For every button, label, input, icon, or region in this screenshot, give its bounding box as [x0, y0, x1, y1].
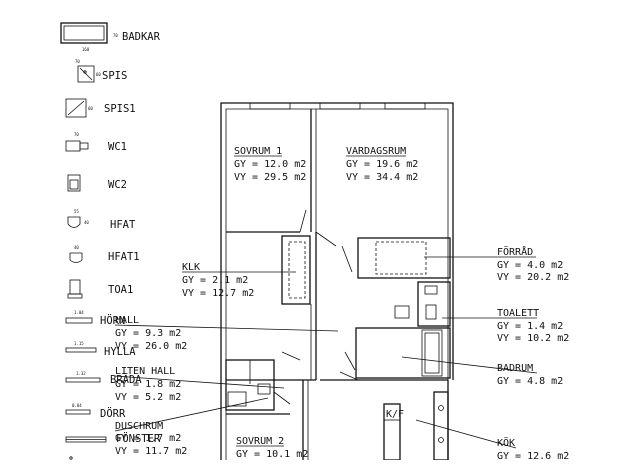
room-name: DUSCHRUM: [115, 421, 163, 432]
room-vy: VY = 5.2 m2: [115, 392, 181, 403]
room-forrad: FÖRRÅD GY = 4.0 m2 VY = 20.2 m2: [424, 245, 569, 283]
room-name: KLK: [182, 262, 200, 273]
room-gy: GY = 2.1 m2: [182, 275, 248, 286]
room-badrum: BADRUM GY = 4.8 m2: [401, 356, 563, 387]
room-name: SOVRUM 2: [236, 436, 284, 447]
legend-symbol-spis: [77, 65, 95, 83]
legend-label-hfat1: HFAT1: [108, 251, 140, 263]
legend-label-hylla: HYLLA: [104, 346, 136, 358]
legend-label-wc2: WC2: [108, 179, 127, 191]
legend-sub-brada: 1.32: [76, 371, 86, 376]
room-toalett: TOALETT GY = 1.4 m2 VY = 10.2 m2: [442, 308, 569, 344]
legend-dim-spis1: 60: [88, 106, 93, 111]
stove-label: K/F: [386, 409, 404, 420]
room-vy: VY = 11.7 m2: [115, 446, 187, 457]
legend-dim-hfat: 40: [84, 220, 89, 225]
legend-sub-horn: 1.04: [74, 310, 84, 315]
room-liten-hall: LITEN HALL GY = 1.8 m2 VY = 5.2 m2: [114, 366, 285, 403]
room-duschrum: DUSCHRUM GY = 1.7 m2 VY = 11.7 m2: [114, 397, 269, 457]
legend-dim-wc1: 70: [74, 132, 79, 137]
room-name: TOALETT: [497, 308, 539, 319]
room-vy: VY = 20.2 m2: [497, 272, 569, 283]
room-gy: GY = 4.0 m2: [497, 260, 563, 271]
legend-label-toa1: TOA1: [108, 284, 133, 296]
room-name: BADRUM: [497, 363, 533, 374]
room-hall: HALL GY = 9.3 m2 VY = 26.0 m2: [114, 315, 339, 352]
room-kok: KÖK GY = 12.6 m2: [415, 419, 569, 462]
legend-symbol-hfat1: [69, 252, 83, 263]
legend-sub-spis: 70: [75, 59, 80, 64]
legend-marker-dot: [69, 456, 73, 460]
room-gy: GY = 4.8 m2: [497, 376, 563, 387]
room-vy: VY = 29.5 m2: [234, 172, 306, 183]
legend-symbol-dorr: [65, 409, 91, 415]
legend-symbol-wc2: [67, 174, 81, 192]
room-gy: GY = 10.1 m2: [236, 449, 308, 460]
room-sovrum-2: SOVRUM 2 GY = 10.1 m2: [236, 436, 308, 460]
legend-symbol-hfat: [67, 216, 81, 228]
legend-symbol-brada: [65, 377, 101, 383]
room-name: VARDAGSRUM: [346, 146, 406, 157]
room-vy: VY = 10.2 m2: [497, 333, 569, 344]
legend-label-badkar: BADKAR: [122, 31, 161, 43]
legend-sub-dorr: 0.84: [72, 403, 82, 408]
room-name: FÖRRÅD: [497, 245, 533, 258]
legend-symbol-horn: [65, 317, 93, 324]
legend-label-horn: HÖRN: [100, 314, 125, 327]
room-name: HALL: [115, 315, 139, 326]
room-name: SOVRUM 1: [234, 146, 282, 157]
legend-sub-badkar: 160: [82, 47, 90, 52]
legend-symbol-wc1: [65, 140, 89, 152]
legend-symbol-fonster: [65, 436, 107, 443]
room-gy: GY = 9.3 m2: [115, 328, 181, 339]
room-sovrum-1: SOVRUM 1 GY = 12.0 m2 VY = 29.5 m2: [234, 146, 306, 183]
room-gy: GY = 19.6 m2: [346, 159, 418, 170]
legend-label-hfat: HFAT: [110, 219, 136, 231]
plan-walls: [220, 102, 454, 461]
legend-symbol-spis1: [65, 98, 87, 118]
legend-label-wc1: WC1: [108, 141, 127, 153]
room-vy: VY = 12.7 m2: [182, 288, 254, 299]
legend-dim-badkar: 70: [113, 33, 118, 38]
legend-label-spis1: SPIS1: [104, 103, 136, 115]
legend-sub-hfat1: 40: [74, 245, 79, 250]
legend-label-fonster: FÖNSTER: [116, 432, 161, 445]
legend-symbol-hylla: [65, 347, 97, 353]
legend-label-dorr: DÖRR: [100, 407, 126, 420]
room-gy: GY = 1.8 m2: [115, 379, 181, 390]
room-gy: GY = 1.4 m2: [497, 321, 563, 332]
legend-sub-hfat: 55: [74, 209, 79, 214]
legend-dim-spis: 60: [96, 72, 101, 77]
legend-symbol-badkar: [60, 22, 108, 44]
room-klk: KLK GY = 2.1 m2 VY = 12.7 m2: [182, 262, 296, 299]
room-vy: VY = 26.0 m2: [115, 341, 187, 352]
room-name: KÖK: [497, 436, 515, 449]
room-name: LITEN HALL: [115, 366, 175, 377]
room-gy: GY = 12.0 m2: [234, 159, 306, 170]
room-gy: GY = 1.7 m2: [115, 433, 181, 444]
legend-sub-hylla: 1.15: [74, 341, 84, 346]
room-gy: GY = 12.6 m2: [497, 451, 569, 460]
legend: 70 160 BADKAR 60 70 SPIS 60 SPIS1 70 WC1: [60, 22, 161, 460]
legend-label-spis: SPIS: [102, 70, 127, 82]
legend-symbol-toa1: [67, 279, 83, 299]
room-vardagsrum: VARDAGSRUM GY = 19.6 m2 VY = 34.4 m2: [346, 146, 418, 183]
room-vy: VY = 34.4 m2: [346, 172, 418, 183]
